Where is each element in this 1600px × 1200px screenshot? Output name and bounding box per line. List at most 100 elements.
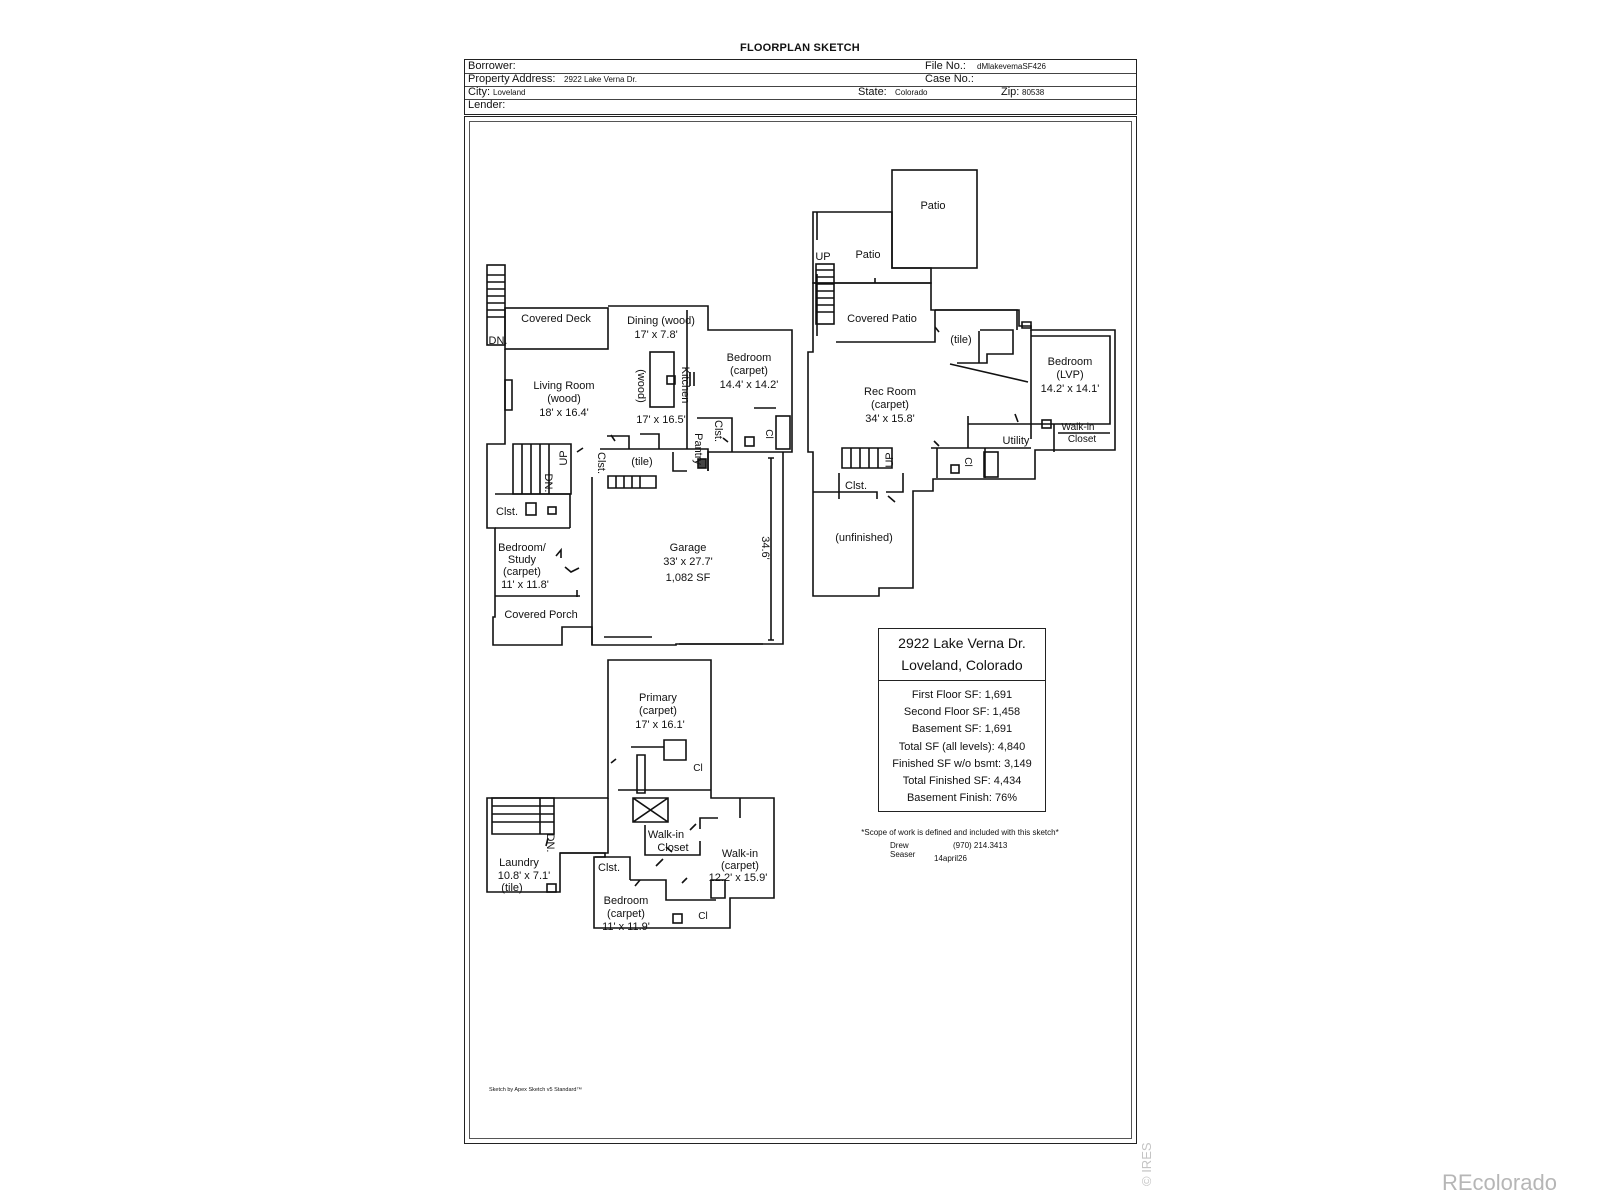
label-covered-patio: Covered Patio <box>847 313 917 325</box>
label-rec-room: Rec Room <box>864 386 916 398</box>
label-bedroom-second-floor: (carpet) <box>607 908 645 920</box>
label-garage-sf: 1,082 SF <box>666 572 711 584</box>
label-walkin-closet: Walk-in <box>648 829 684 841</box>
label-clst-study: Clst. <box>496 506 518 518</box>
label-covered-porch: Covered Porch <box>504 609 577 621</box>
label-garage-depth: 34.6' <box>759 536 771 560</box>
state-label: State: <box>858 86 887 98</box>
label-clst-basement: Clst. <box>845 480 867 492</box>
basement-plan <box>807 169 1116 597</box>
label-kitchen-size: 17' x 16.5' <box>636 414 685 426</box>
label-bedroom-lvp-size: 14.2' x 14.1' <box>1041 383 1100 395</box>
label-patio-top: Patio <box>920 200 945 212</box>
summary-basement-finish: Basement Finish: 76% <box>906 792 1018 805</box>
label-patio: Patio <box>855 249 880 261</box>
zip-value: 80538 <box>1022 88 1045 97</box>
summary-total: Total SF (all levels): 4,840 <box>898 740 1026 753</box>
header-row-lender: Lender: <box>465 99 1136 112</box>
ires-watermark: © IRES <box>1139 1142 1154 1186</box>
ires-watermark-text: © IRES <box>1139 1142 1154 1186</box>
label-bedroom-1: Bedroom <box>727 352 772 364</box>
label-study-floor: (carpet) <box>503 566 541 578</box>
borrower-label: Borrower: <box>468 60 516 72</box>
second-floor-plan <box>486 659 775 929</box>
label-walkin: Walk-in <box>722 848 758 860</box>
label-up-basement-2: UP <box>884 452 896 467</box>
label-tile-basement: (tile) <box>950 334 971 346</box>
label-study: Study <box>508 554 537 566</box>
label-dn-2: DN. <box>542 474 554 493</box>
label-clst-hall: Clst. <box>595 452 607 474</box>
header-row-city: City: Loveland State: Colorado Zip: 8053… <box>465 86 1136 100</box>
label-wood: (wood) <box>635 369 647 403</box>
label-pantry: Pantry <box>692 433 704 465</box>
label-bedroom-lvp-floor: (LVP) <box>1056 369 1083 381</box>
label-living-floor: (wood) <box>547 393 581 405</box>
label-cl-1: Cl <box>763 429 774 438</box>
label-up-basement: UP <box>815 251 830 263</box>
lender-label: Lender: <box>468 99 506 111</box>
label-kitchen: Kitchen <box>679 367 691 404</box>
address-label: Property Address: <box>468 73 556 85</box>
label-tile: (tile) <box>631 456 652 468</box>
label-living-size: 18' x 16.4' <box>539 407 588 419</box>
recolorado-logo: REcolorado <box>1442 1170 1557 1195</box>
author-phone: (970) 214.3413 <box>953 841 1008 850</box>
file-value: dMlakevemaSF426 <box>977 62 1046 71</box>
summary-box: 2922 Lake Verna Dr. Loveland, Colorado F… <box>878 628 1046 812</box>
summary-second-floor: Second Floor SF: 1,458 <box>903 706 1021 719</box>
label-walkin-size: 12.2' x 15.9' <box>709 872 768 884</box>
label-living: Living Room <box>533 380 594 392</box>
address-value: 2922 Lake Verna Dr. <box>564 75 637 84</box>
scope-note: *Scope of work is defined and included w… <box>861 828 1059 837</box>
summary-basement: Basement SF: 1,691 <box>911 723 1013 736</box>
state-value: Colorado <box>895 88 928 97</box>
label-closet: Closet <box>657 842 688 854</box>
header-table: Borrower: File No.: dMlakevemaSF426 Prop… <box>464 59 1137 115</box>
label-garage-size: 33' x 27.7' <box>663 556 712 568</box>
label-clst-kitchen: Clst. <box>712 420 724 442</box>
label-rec-floor: (carpet) <box>871 399 909 411</box>
summary-first-floor: First Floor SF: 1,691 <box>911 689 1013 701</box>
label-cl-basement: Cl <box>962 457 973 466</box>
sketch-date: 14april26 <box>934 854 967 863</box>
label-bedroom-study: Bedroom/ <box>498 542 547 554</box>
label-bedroom-second-size: 11' x 11.9' <box>602 921 650 933</box>
label-bedroom-1-floor: (carpet) <box>730 365 768 377</box>
label-bedroom-1-size: 14.4' x 14.2' <box>720 379 779 391</box>
label-unfinished: (unfinished) <box>835 532 892 544</box>
label-garage: Garage <box>670 542 707 554</box>
summary-city: Loveland, Colorado <box>901 657 1023 673</box>
sketch-title: FLOORPLAN SKETCH <box>740 42 860 54</box>
label-rec-size: 34' x 15.8' <box>865 413 914 425</box>
sketch-sheet <box>464 116 1137 1144</box>
label-walkin-basement: Walk-in <box>1062 422 1095 433</box>
label-dn-second: DN. <box>544 834 556 853</box>
label-dining-size: 17' x 7.8' <box>634 329 677 341</box>
label-study-size: 11' x 11.8' <box>501 579 549 591</box>
label-up-1: UP <box>558 450 570 465</box>
sketch-sheet-inner <box>469 121 1132 1139</box>
label-clst-second: Clst. <box>598 862 620 874</box>
label-primary-floor: (carpet) <box>639 705 677 717</box>
label-primary-size: 17' x 16.1' <box>635 719 684 731</box>
label-cl-second: Cl <box>698 911 707 922</box>
software-credit: Sketch by Apex Sketch v5 Standard™ <box>489 1087 582 1093</box>
header-row-address: Property Address: 2922 Lake Verna Dr. Ca… <box>465 73 1136 87</box>
zip-label: Zip: <box>1001 86 1020 98</box>
summary-address: 2922 Lake Verna Dr. <box>898 635 1026 651</box>
label-bedroom-lvp: Bedroom <box>1048 356 1093 368</box>
label-bedroom-second: Bedroom <box>604 895 649 907</box>
file-label: File No.: <box>925 60 966 72</box>
summary-header: 2922 Lake Verna Dr. Loveland, Colorado <box>879 629 1045 681</box>
city-label: City: <box>468 86 490 98</box>
summary-lines: First Floor SF: 1,691 Second Floor SF: 1… <box>879 681 1045 807</box>
summary-total-finished: Total Finished SF: 4,434 <box>902 775 1022 788</box>
label-covered-deck: Covered Deck <box>521 313 591 325</box>
label-primary: Primary <box>639 692 677 704</box>
label-dining: Dining (wood) <box>627 315 695 327</box>
label-laundry: Laundry <box>499 857 539 869</box>
first-floor-plan <box>486 264 793 646</box>
city-value: Loveland <box>493 88 526 97</box>
